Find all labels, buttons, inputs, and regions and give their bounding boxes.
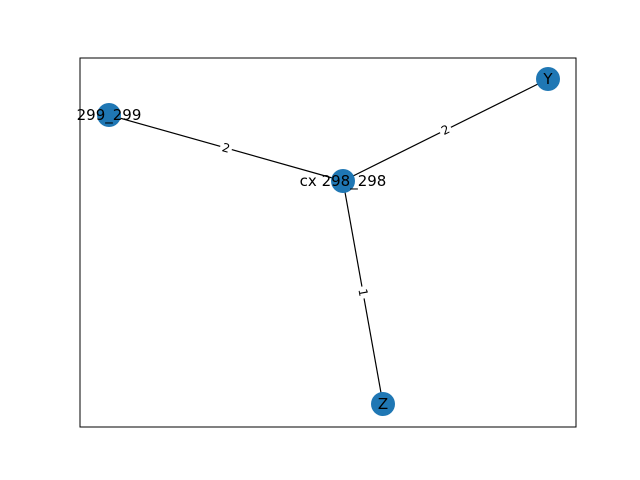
edge-weight-label: 1 [355,288,370,298]
node-cx-298-298[interactable] [331,169,355,193]
edge-label-3: 1 [354,285,372,300]
edge-label-background [354,285,372,300]
edge-labels-layer: 2 2 1 [218,120,455,300]
edge-label-background [436,120,455,140]
nodes-layer [97,67,560,416]
node-label-z: Z [378,395,388,413]
edge-label-2: 2 [436,120,455,140]
node-label-cx-298-298: cx 298_298 [300,172,387,191]
node-299-299[interactable] [97,103,121,127]
node-y[interactable] [536,67,560,91]
edge-label-background [218,138,234,158]
plot-frame [79,57,577,428]
edge-label-1: 2 [218,138,234,158]
node-label-y: Y [542,70,553,88]
node-label-299-299: 299_299 [77,106,142,125]
edge-weight-label: 2 [220,140,231,156]
node-z[interactable] [371,392,395,416]
